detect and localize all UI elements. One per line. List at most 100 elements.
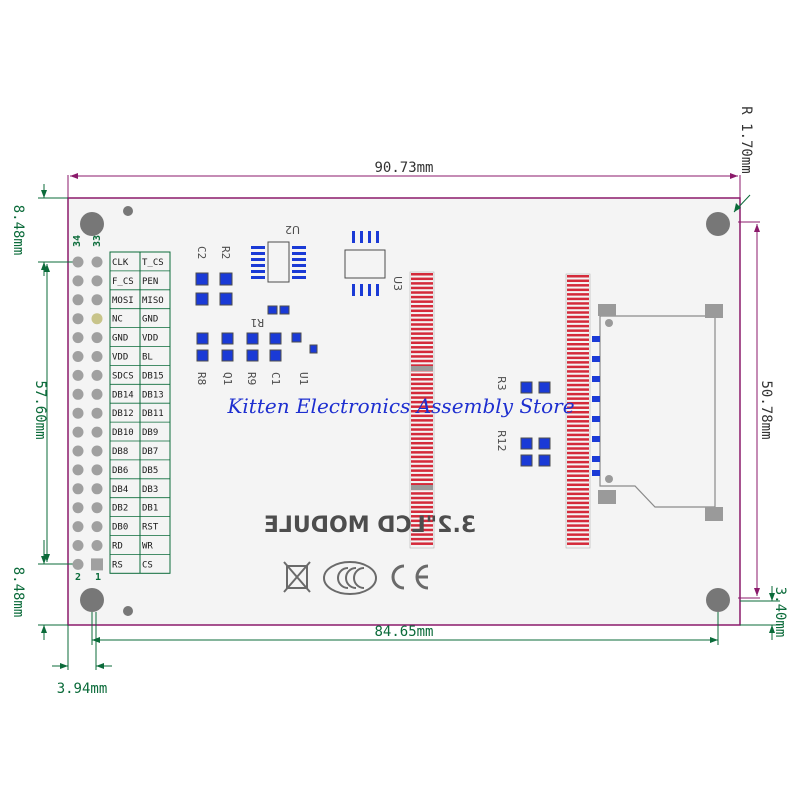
connector-pad: [411, 282, 433, 285]
connector-pad: [411, 364, 433, 367]
connector-pad: [411, 414, 433, 418]
pin-label: SDCS: [112, 371, 134, 381]
board-outline: [67, 197, 741, 626]
header-pin: [72, 464, 84, 476]
ic-u2: U2: [251, 223, 306, 283]
connector-pad: [411, 309, 433, 313]
pin-label: DB12: [112, 409, 134, 419]
connector-pad: [567, 442, 589, 446]
connector-pad: [567, 479, 589, 482]
connector-pad: [567, 492, 589, 496]
pin-label: DB0: [112, 523, 128, 533]
connector-pad: [411, 515, 433, 518]
dim-top-offset: 8.48mm: [10, 205, 26, 256]
connector-pad: [411, 469, 433, 472]
connector-pad: [411, 542, 433, 545]
dim-height-left: 57.60mm: [32, 380, 48, 439]
label-r3: R3: [495, 376, 508, 391]
header-pin: [72, 351, 84, 362]
connector-pad: [567, 315, 589, 319]
header-pin: [91, 445, 103, 457]
connector-pad: [567, 488, 589, 491]
header-pin: [72, 407, 84, 419]
header-pin: [91, 540, 103, 551]
connector-pad: [411, 382, 433, 386]
pin-label: DB13: [142, 390, 164, 400]
connector-pad: [567, 288, 589, 292]
pin-label: DB7: [142, 447, 158, 457]
connector-pad: [567, 379, 589, 382]
small-hole-bottom: [123, 606, 133, 616]
connector-pad: [567, 356, 589, 360]
pin-label: F_CS: [112, 277, 134, 287]
header-pin: [72, 483, 84, 495]
connector-pad: [567, 324, 589, 328]
header-pin: [72, 502, 84, 514]
connector-pad: [567, 401, 589, 405]
ic-u3: U3: [344, 231, 404, 296]
connector-pad: [567, 537, 589, 541]
mount-hole-br: [706, 588, 730, 612]
connector-pad: [567, 469, 589, 473]
smd-pads-right: [520, 381, 551, 467]
connector-pad: [411, 391, 433, 395]
header-pin: [91, 332, 103, 344]
connector-pad: [411, 533, 433, 536]
connector-pad: [567, 365, 589, 369]
connector-pad: [567, 338, 589, 341]
mount-hole-tr: [706, 212, 730, 236]
pin-label: DB5: [142, 466, 158, 476]
header-pin: [72, 256, 84, 268]
pin-label: DB9: [142, 428, 158, 438]
ce-icon: [391, 564, 429, 590]
dim-height-right: 50.78mm: [758, 380, 774, 439]
label-c2: C2: [195, 246, 208, 259]
pin-label: PEN: [142, 277, 158, 287]
header-pin: [91, 351, 103, 362]
connector-pad: [567, 542, 589, 545]
header-pin: [91, 388, 103, 400]
header-pin: [91, 294, 103, 306]
connector-pad: [411, 460, 433, 463]
header-pin: [91, 464, 103, 476]
header-pin: [72, 275, 84, 287]
connector-pad: [411, 464, 433, 468]
connector-pad: [411, 277, 433, 281]
connector-pad: [567, 515, 589, 518]
connector-pad: [411, 273, 433, 276]
connector-pad: [567, 460, 589, 464]
connector-pad: [567, 284, 589, 287]
pin-label: DB15: [142, 371, 164, 381]
pin-label: DB1: [142, 504, 158, 514]
connector-pad: [411, 473, 433, 477]
connector-pad: [567, 297, 589, 301]
header-pin: [72, 294, 84, 306]
connector-pad: [411, 359, 433, 363]
pin-number-33: 33: [92, 235, 103, 247]
connector-pad: [411, 304, 433, 308]
connector-pad: [411, 355, 433, 358]
pin-number-34: 34: [72, 235, 83, 247]
connector-pad: [411, 455, 433, 459]
pin-label: BL: [142, 353, 153, 363]
header-pin: [72, 332, 84, 344]
header-pin: [91, 426, 103, 438]
connector-pad: [411, 432, 433, 436]
pin-label: MOSI: [112, 296, 134, 306]
pin-label: MISO: [142, 296, 164, 306]
pin-label: VDD: [142, 334, 158, 344]
dim-corner-radius: R 1.70mm: [738, 106, 754, 173]
pin-number-1: 1: [95, 572, 101, 583]
small-hole-top: [123, 206, 133, 216]
connector-pad: [567, 424, 589, 428]
label-u3: U3: [391, 276, 404, 291]
connector-pad: [567, 447, 589, 450]
connector-pad: [567, 474, 589, 477]
dimension-lines: [67, 175, 760, 599]
header-pin: [72, 388, 84, 400]
label-r2: R2: [219, 246, 232, 259]
connector-pad: [411, 428, 433, 431]
label-r8: R8: [195, 372, 208, 385]
weee-icon: [283, 561, 311, 593]
